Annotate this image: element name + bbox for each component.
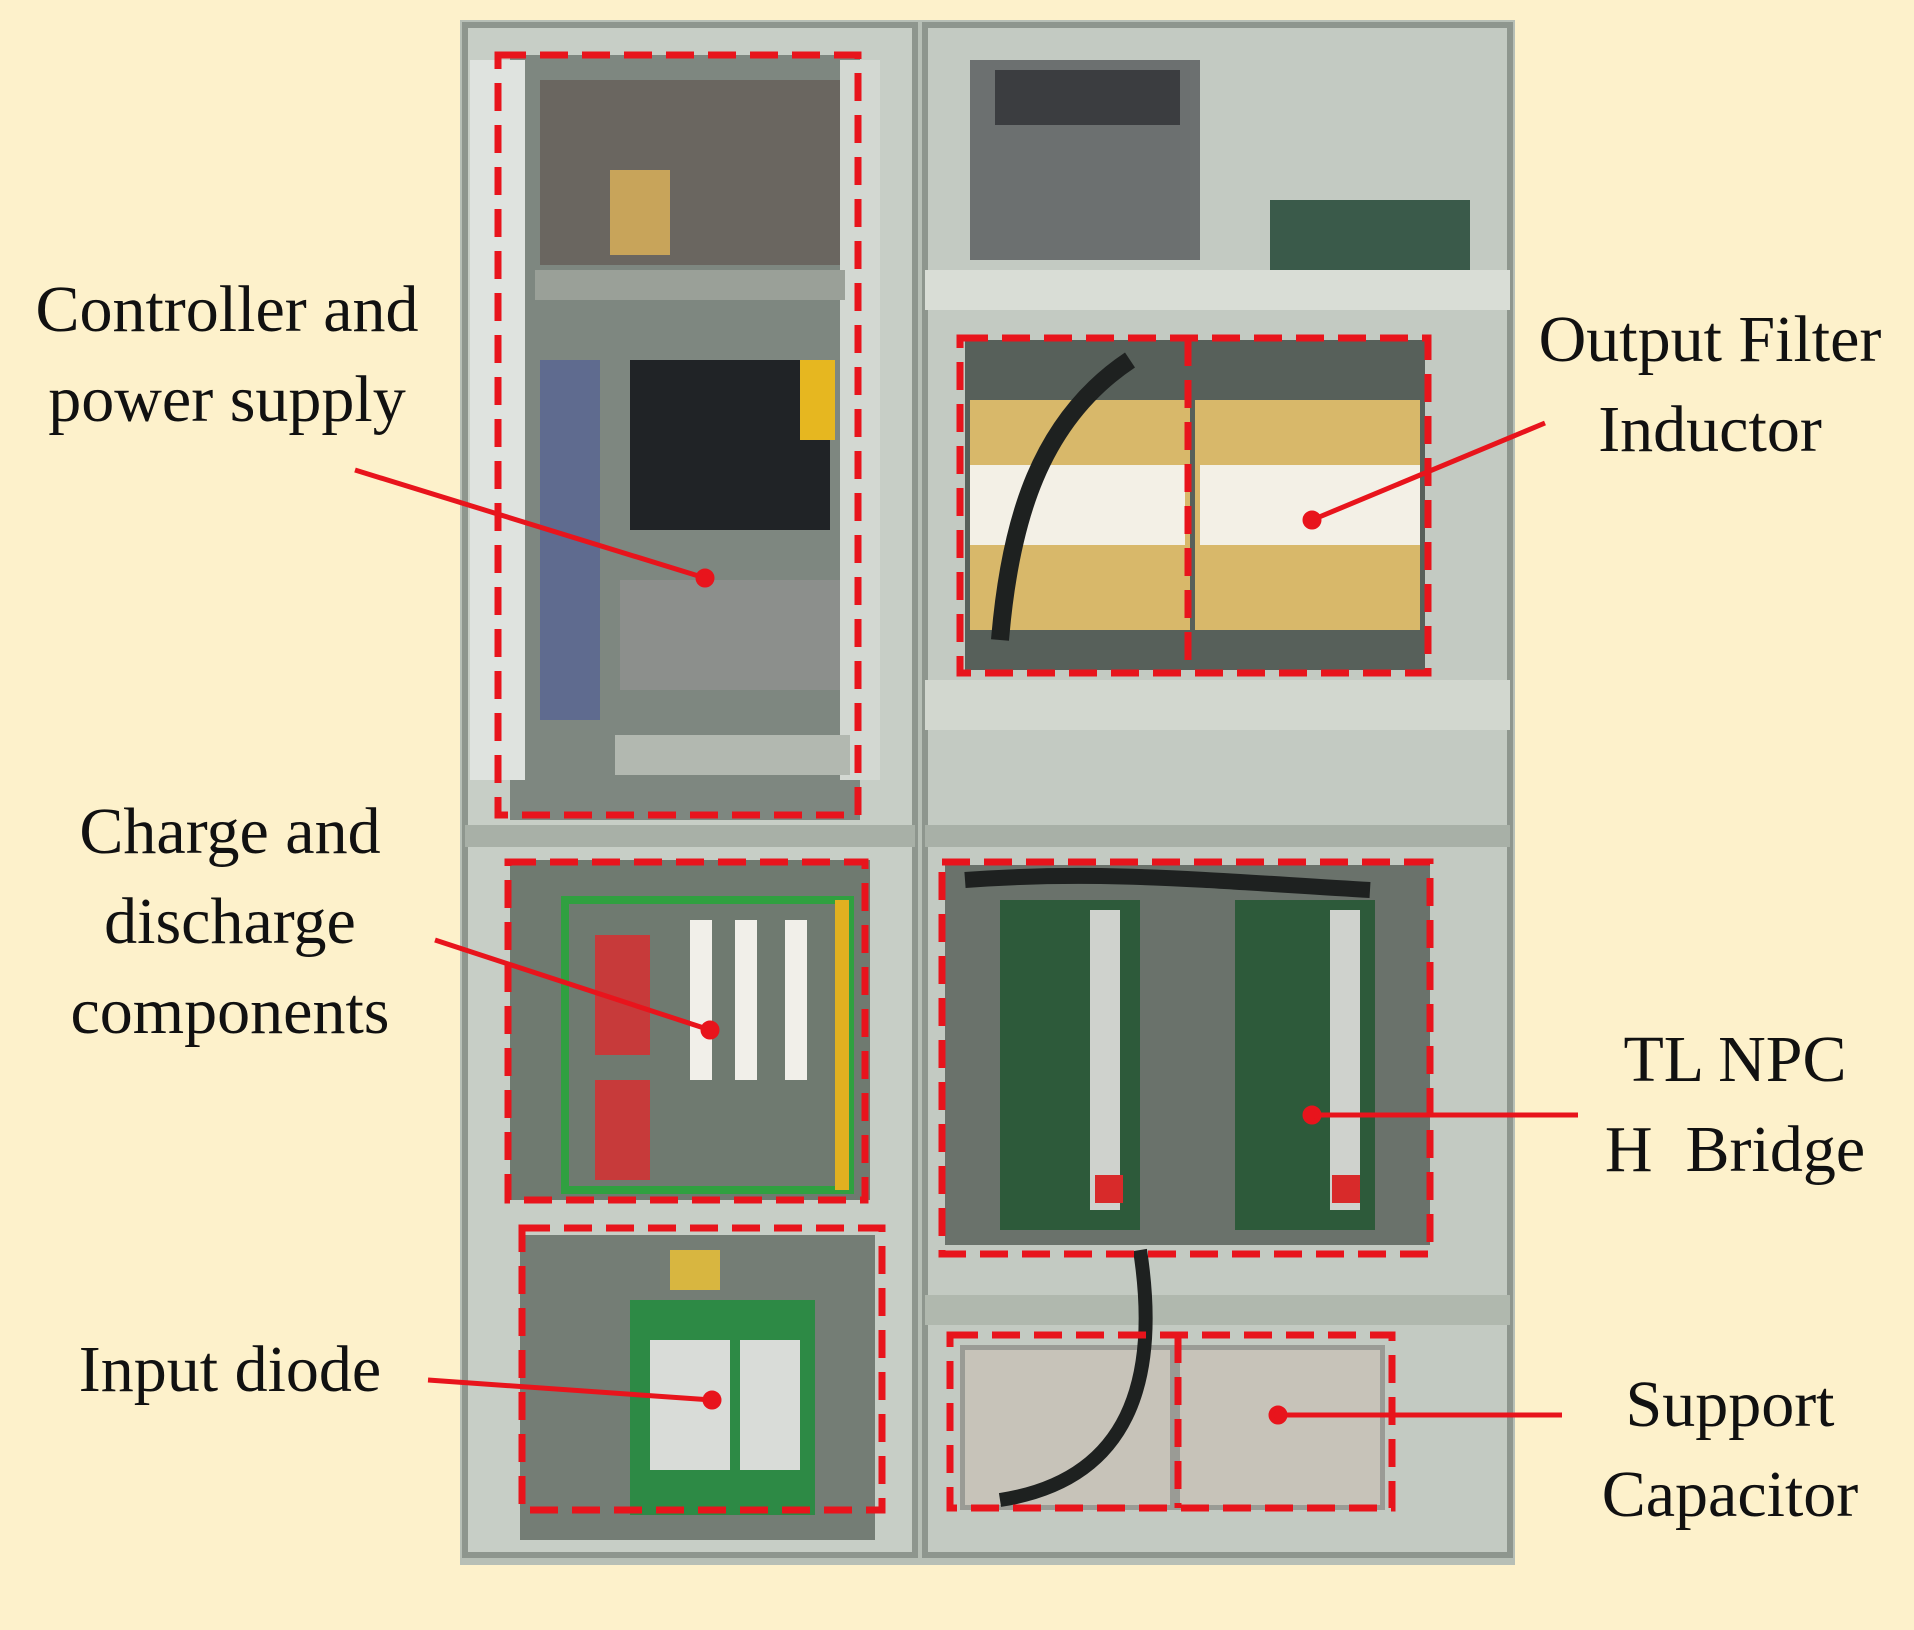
- bridge-dot: [1302, 1105, 1322, 1125]
- charge-resistor-2: [595, 1080, 650, 1180]
- controller-module: [800, 360, 835, 440]
- support-capacitor-label: Support Capacitor: [1555, 1360, 1905, 1540]
- charge-leader: [434, 937, 711, 1033]
- controller-leader: [354, 467, 706, 581]
- controller-dot: [695, 568, 715, 588]
- bridge-driver-2: [1330, 910, 1360, 1210]
- support-capacitor-2: [1180, 1350, 1380, 1505]
- controller-label: Controller and power supply: [2, 265, 452, 445]
- output-filter-label-line-2: Inductor: [1598, 393, 1822, 466]
- bridge-cable: [964, 867, 1371, 898]
- controller-label-line-1: Controller and: [35, 273, 419, 346]
- charge-label-line-1: Charge and: [79, 795, 381, 868]
- input-diode-box: [518, 1224, 886, 1514]
- tl-npc-label-line-2: H Bridge: [1604, 1113, 1866, 1186]
- discharge-resistor-3: [785, 920, 807, 1080]
- controller-box: [494, 51, 862, 819]
- right-cap-shelf: [925, 1295, 1510, 1325]
- leader-lines: [354, 420, 1578, 1425]
- output-filter-leader: [1311, 420, 1546, 523]
- charge-dot: [700, 1020, 720, 1040]
- diode-capacitor: [670, 1250, 720, 1290]
- bridge-fuse-1: [1095, 1175, 1123, 1203]
- filter-cable: [991, 352, 1135, 641]
- bridge-box: [938, 858, 1434, 1258]
- capacitor-dot: [1268, 1405, 1288, 1425]
- inductor-2-cover: [1200, 465, 1420, 545]
- charge-board-frame: [561, 896, 854, 1194]
- annotation-boxes: [494, 51, 1434, 1514]
- inductor-1-cover: [970, 465, 1185, 545]
- wiring-bundle: [540, 360, 600, 720]
- support-capacitor-label-line-1: Support: [1625, 1368, 1835, 1441]
- controller-label-line-2: power supply: [48, 363, 406, 436]
- breaker-panel: [620, 580, 840, 690]
- controller-heatsink: [630, 360, 830, 530]
- capacitor-box: [946, 1331, 1396, 1512]
- input-diode-label-line-1: Input diode: [78, 1333, 382, 1406]
- tl-npc-label-line-1: TL NPC: [1623, 1023, 1847, 1096]
- tl-npc-label: TL NPC H Bridge: [1560, 1015, 1910, 1195]
- output-filter-label: Output Filter Inductor: [1505, 295, 1914, 475]
- charge-board-rail: [835, 900, 849, 1190]
- right-filter-shelf: [925, 680, 1510, 730]
- capacitor-cable: [998, 1248, 1153, 1507]
- relay-rack-module: [995, 70, 1180, 125]
- left-mid-divider: [465, 825, 915, 847]
- right-top-shelf: [925, 270, 1510, 310]
- din-rail: [535, 270, 845, 300]
- output-filter-label-line-1: Output Filter: [1538, 303, 1882, 376]
- discharge-resistor-2: [735, 920, 757, 1080]
- transformer-coil: [610, 170, 670, 255]
- discharge-resistor-1: [690, 920, 712, 1080]
- charge-label-line-2: discharge: [104, 885, 356, 958]
- charge-label: Charge and discharge components: [20, 787, 440, 1057]
- diode-heatsink-2: [740, 1340, 800, 1470]
- top-right-contactor: [1270, 200, 1470, 270]
- input-diode-label: Input diode: [30, 1325, 430, 1415]
- input-diode-dot: [702, 1390, 722, 1410]
- output-filter-dot: [1302, 510, 1322, 530]
- bottom-terminals: [615, 735, 850, 775]
- support-capacitor-label-line-2: Capacitor: [1601, 1458, 1859, 1531]
- bridge-fuse-2: [1332, 1175, 1360, 1203]
- output-filter-box: [956, 334, 1432, 677]
- input-diode-leader: [427, 1377, 713, 1403]
- right-mid-divider: [925, 825, 1510, 847]
- bridge-driver-1: [1090, 910, 1120, 1210]
- transformer-block: [540, 80, 840, 265]
- charge-box: [504, 858, 869, 1204]
- charge-label-line-3: components: [70, 975, 390, 1048]
